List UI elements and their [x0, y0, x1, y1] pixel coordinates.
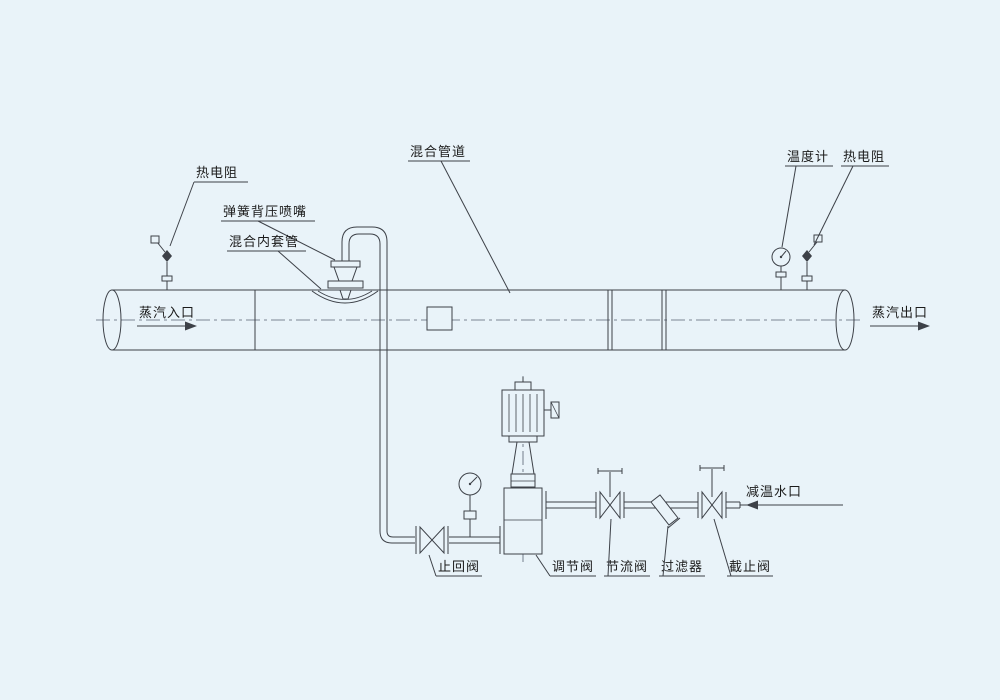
steam-inlet-text: 蒸汽入口	[139, 306, 195, 321]
label-thermometer: 温度计	[781, 149, 833, 248]
svg-text:温度计: 温度计	[787, 149, 829, 165]
valve-body	[503, 487, 543, 555]
label-mixing-pipe: 混合管道	[408, 145, 511, 294]
arrow-left-icon	[746, 500, 758, 510]
label-rtd-right: 热电阻	[813, 150, 889, 246]
thermometer	[771, 247, 791, 290]
water-inlet-text: 减温水口	[746, 485, 802, 500]
label-control-valve: 调节阀	[535, 554, 596, 577]
svg-text:热电阻: 热电阻	[843, 150, 885, 165]
stop-valve	[697, 465, 727, 520]
steam-inlet-flow: 蒸汽入口	[137, 306, 197, 331]
valve-bonnet	[510, 473, 536, 488]
svg-text:止回阀: 止回阀	[438, 560, 480, 575]
strainer-cap	[667, 517, 681, 529]
throttle-valve	[595, 468, 625, 520]
water-inlet-flow: 减温水口	[746, 485, 802, 510]
steam-outlet-text: 蒸汽出口	[872, 306, 928, 321]
arrow-right-icon	[185, 321, 197, 331]
water-line-left	[449, 536, 500, 544]
spray-nozzle	[327, 260, 364, 300]
rtd-right-sensor	[801, 234, 823, 290]
control-valve	[499, 376, 560, 562]
svg-text:截止阀: 截止阀	[729, 560, 771, 575]
rtd-left-sensor	[150, 235, 173, 290]
svg-text:弹簧背压喷嘴: 弹簧背压喷嘴	[223, 204, 307, 220]
label-strainer: 过滤器	[659, 525, 705, 577]
label-mixing-sleeve: 混合内套管	[227, 234, 322, 290]
injection-pipe	[341, 226, 415, 544]
label-spring-nozzle: 弹簧背压喷嘴	[221, 204, 336, 261]
mixing-sleeve	[311, 290, 379, 304]
steam-pipe	[96, 289, 862, 351]
steam-outlet-flow: 蒸汽出口	[870, 306, 930, 331]
pipe-inspection-box	[426, 306, 453, 331]
svg-text:节流阀: 节流阀	[606, 560, 648, 575]
label-check-valve: 止回阀	[428, 554, 482, 577]
label-stop-valve: 截止阀	[713, 518, 773, 577]
strainer	[650, 494, 681, 529]
svg-text:过滤器: 过滤器	[661, 560, 703, 575]
pressure-gauge	[458, 472, 482, 537]
svg-text:调节阀: 调节阀	[552, 560, 594, 575]
check-valve	[415, 525, 449, 555]
pipe-end-left	[102, 289, 122, 351]
water-supply-pipe	[546, 501, 843, 509]
svg-text:热电阻: 热电阻	[196, 166, 238, 181]
svg-text:混合内套管: 混合内套管	[229, 234, 299, 250]
arrow-right-icon	[918, 321, 930, 331]
label-rtd-left: 热电阻	[169, 166, 248, 247]
gauge-needle	[780, 250, 787, 258]
svg-text:混合管道: 混合管道	[410, 145, 466, 160]
gauge-needle	[469, 476, 478, 485]
label-throttle-valve: 节流阀	[604, 518, 650, 577]
gauge-cock	[463, 510, 477, 520]
pipe-end-right	[835, 289, 855, 351]
